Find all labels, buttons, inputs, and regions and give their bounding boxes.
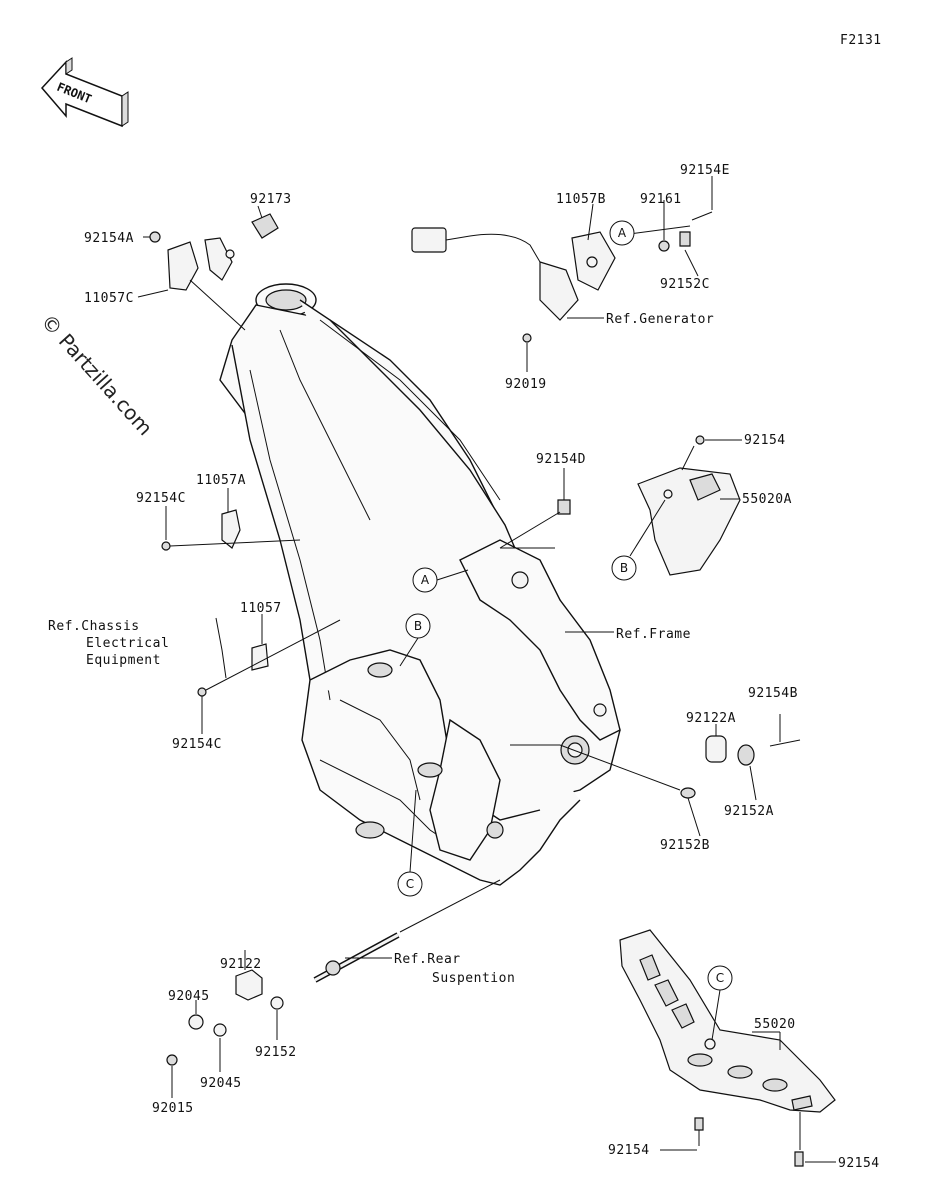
generator-sensor	[411, 211, 713, 343]
skid-plate-55020	[619, 929, 836, 1167]
label-92173: 92173	[250, 192, 292, 207]
label-92152b: 92152B	[660, 838, 710, 853]
label-92154c-top: 92154C	[136, 491, 186, 506]
label-92154-guard: 92154	[744, 433, 786, 448]
label-92154d: 92154D	[536, 452, 586, 467]
label-92154-skid-right: 92154	[838, 1156, 880, 1171]
ref-rear-line1: Ref.Rear	[394, 952, 461, 967]
label-92019: 92019	[505, 377, 547, 392]
label-55020a: 55020A	[742, 492, 792, 507]
callout-a-frame: A	[421, 573, 430, 587]
label-55020: 55020	[754, 1017, 796, 1032]
ref-frame: Ref.Frame	[616, 627, 691, 642]
callout-b-frame: B	[414, 619, 422, 633]
callout-b-guard: B	[620, 561, 628, 575]
diagram-code: F2131	[840, 33, 882, 48]
label-92122: 92122	[220, 957, 262, 972]
ref-generator: Ref.Generator	[606, 312, 714, 327]
label-92045-top: 92045	[168, 989, 210, 1004]
frame-drawing	[219, 283, 621, 886]
label-92152: 92152	[255, 1045, 297, 1060]
ref-chassis-line2: Electrical	[86, 636, 169, 651]
callout-a-top: A	[618, 226, 627, 240]
label-92154b: 92154B	[748, 686, 798, 701]
callout-c-skid: C	[716, 971, 724, 985]
ref-chassis-line1: Ref.Chassis	[48, 619, 140, 634]
front-arrow-icon: FRONT	[40, 57, 129, 128]
label-92154-skid-left: 92154	[608, 1143, 650, 1158]
label-92152c: 92152C	[660, 277, 710, 292]
bracket-assembly-11057c	[149, 213, 279, 291]
label-11057: 11057	[240, 601, 282, 616]
label-92154c-bottom: 92154C	[172, 737, 222, 752]
ref-chassis-line3: Equipment	[86, 653, 161, 668]
ref-rear-line2: Suspention	[432, 971, 515, 986]
label-92015: 92015	[152, 1101, 194, 1116]
label-92122a: 92122A	[686, 711, 736, 726]
watermark: © Partzilla.com	[36, 309, 157, 440]
label-92152a: 92152A	[724, 804, 774, 819]
label-92045-bottom: 92045	[200, 1076, 242, 1091]
label-92154e: 92154E	[680, 163, 730, 178]
label-92154a: 92154A	[84, 231, 134, 246]
label-11057a: 11057A	[196, 473, 246, 488]
rear-pivot-shaft	[166, 932, 400, 1066]
frame-guard-55020a	[637, 435, 741, 576]
label-92161: 92161	[640, 192, 682, 207]
callout-c-frame: C	[406, 877, 414, 891]
pivot-hardware	[680, 735, 801, 799]
label-11057c: 11057C	[84, 291, 134, 306]
label-11057b: 11057B	[556, 192, 606, 207]
